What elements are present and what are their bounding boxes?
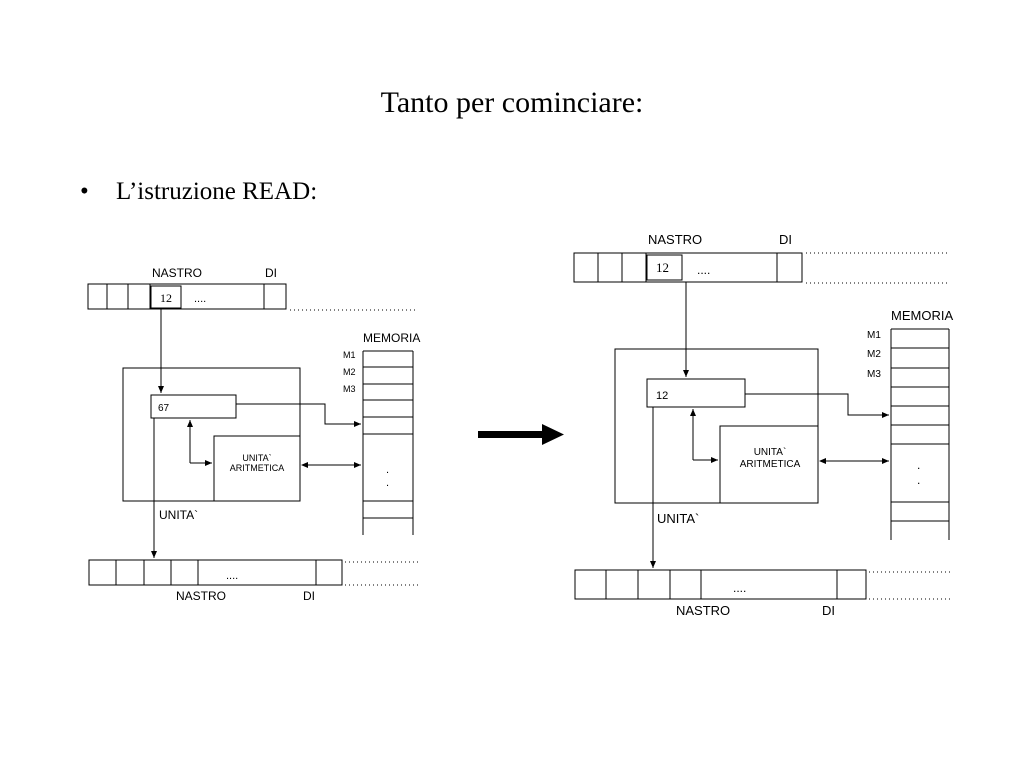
before-memory-cell-m2: M2 bbox=[343, 367, 356, 377]
after-memory: MEMORIA M1 M2 M3 . . bbox=[867, 308, 953, 540]
after-alu-line2: ARITMETICA bbox=[740, 459, 801, 470]
before-memory-dot1: . bbox=[386, 464, 389, 476]
before-register-value: 67 bbox=[158, 403, 170, 414]
after-input-tape-ellipsis: .... bbox=[697, 263, 710, 277]
before-memory-dot2: . bbox=[386, 477, 389, 489]
after-memory-dot1: . bbox=[917, 458, 920, 472]
before-register bbox=[150, 394, 237, 419]
before-input-tape-label-left: NASTRO bbox=[152, 266, 202, 280]
before-alu bbox=[213, 435, 301, 502]
before-state: NASTRO DI 12 .... 67 UNITA` ARITMETICA U… bbox=[87, 266, 420, 603]
bullet-item: • L’istruzione READ: bbox=[80, 178, 317, 206]
bullet-dot: • bbox=[80, 178, 89, 205]
before-alu-line2: ARITMETICA bbox=[230, 463, 285, 473]
after-alu bbox=[719, 425, 819, 504]
before-input-tape-ellipsis: .... bbox=[194, 293, 206, 305]
after-output-tape-ellipsis: .... bbox=[733, 581, 746, 595]
before-memory: MEMORIA M1 M2 M3 . . bbox=[343, 331, 420, 535]
after-memory-dot2: . bbox=[917, 473, 920, 487]
after-cpu: 12 UNITA` ARITMETICA UNITA` bbox=[614, 348, 819, 526]
after-input-tape-label-left: NASTRO bbox=[648, 232, 702, 247]
after-memory-label: MEMORIA bbox=[891, 308, 953, 323]
before-input-tape-label-right: DI bbox=[265, 266, 277, 280]
before-output-tape-ellipsis: .... bbox=[226, 570, 238, 582]
before-cpu: 67 UNITA` ARITMETICA UNITA` bbox=[122, 367, 301, 522]
transition-arrow bbox=[478, 424, 564, 445]
after-output-tape-label-right: DI bbox=[822, 603, 835, 618]
after-output-tape-label-left: NASTRO bbox=[676, 603, 730, 618]
before-input-tape: NASTRO DI 12 .... bbox=[87, 266, 415, 311]
after-input-tape-value: 12 bbox=[656, 260, 669, 275]
after-memory-cell-m1: M1 bbox=[867, 330, 881, 341]
before-memory-cell-m1: M1 bbox=[343, 350, 356, 360]
bullet-text: L’istruzione READ: bbox=[116, 178, 318, 205]
before-alu-line1: UNITA` bbox=[242, 453, 271, 463]
before-memory-label: MEMORIA bbox=[363, 331, 420, 345]
before-cpu-label: UNITA` bbox=[159, 508, 198, 522]
after-state: NASTRO DI 12 .... 12 UNITA` ARITMETICA U… bbox=[573, 232, 953, 618]
before-input-tape-value: 12 bbox=[160, 291, 172, 305]
after-memory-cell-m2: M2 bbox=[867, 349, 881, 360]
before-memory-cell-m3: M3 bbox=[343, 384, 356, 394]
before-output-tape: .... NASTRO DI bbox=[88, 559, 418, 603]
after-memory-cell-m3: M3 bbox=[867, 369, 881, 380]
after-input-tape: NASTRO DI 12 .... bbox=[573, 232, 950, 284]
before-output-tape-label-right: DI bbox=[303, 589, 315, 603]
after-input-tape-label-right: DI bbox=[779, 232, 792, 247]
before-output-tape-label-left: NASTRO bbox=[176, 589, 226, 603]
after-register bbox=[646, 378, 746, 408]
slide-title: Tanto per cominciare: bbox=[380, 86, 644, 119]
after-register-value: 12 bbox=[656, 390, 668, 402]
after-alu-line1: UNITA` bbox=[754, 446, 787, 458]
after-output-tape: .... NASTRO DI bbox=[574, 569, 952, 618]
after-cpu-label: UNITA` bbox=[657, 511, 699, 526]
